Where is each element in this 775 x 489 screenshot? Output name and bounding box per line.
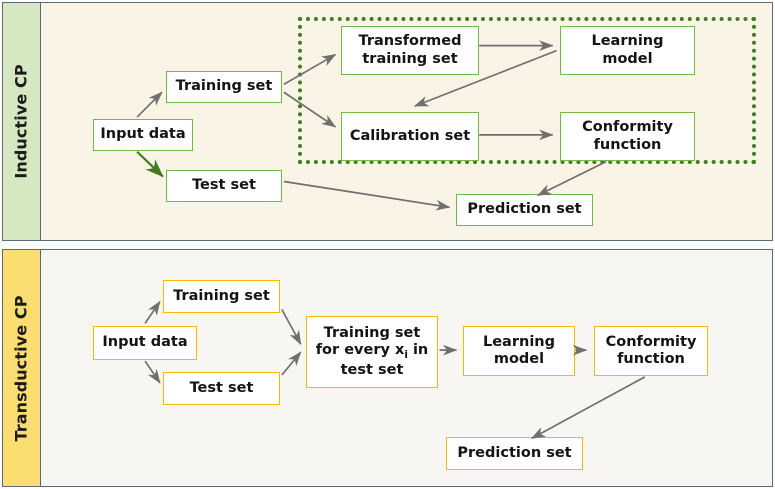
node-test-set[interactable]: Test set [166, 170, 282, 202]
node-test-set-label: Test set [192, 177, 256, 194]
node-test-set-label: Test set [189, 379, 254, 396]
panel-label-transductive-cp-text: Transductive CP [12, 294, 32, 442]
node-conformity-function-label-line2: function [617, 351, 685, 367]
panel-label-transductive-cp: Transductive CP [3, 250, 41, 486]
node-conformity-function-label-line1: Conformity [582, 119, 673, 136]
node-learning-model[interactable]: Learning model [463, 326, 575, 376]
node-training-set[interactable]: Training set [163, 280, 280, 313]
node-learning-model-label-line1: Learning [482, 333, 555, 350]
edge-training-set-to-training-set-for-every-x [281, 309, 302, 345]
node-prediction-set[interactable]: Prediction set [456, 194, 593, 226]
node-prediction-set-label: Prediction set [457, 444, 572, 461]
node-training-set-label: Training set [173, 287, 270, 304]
node-training-set-for-every-x-label-line1: Training set [323, 325, 421, 342]
node-learning-model-label-line1: Learning [591, 33, 664, 50]
node-learning-model-label-line2: model [602, 50, 653, 67]
node-calibration-set[interactable]: Calibration set [341, 112, 479, 161]
node-transformed-training-set-label-line2: training set [362, 50, 458, 67]
node-prediction-set[interactable]: Prediction set [446, 437, 583, 470]
node-input-data-label: Input data [102, 334, 188, 351]
node-conformity-function[interactable]: Conformity function [560, 112, 695, 161]
edge-conformity-function-to-prediction-set [531, 376, 646, 440]
edge-input-data-to-test-set [136, 150, 164, 178]
node-conformity-function[interactable]: Conformity function [594, 326, 708, 376]
edge-input-data-to-training-set [136, 91, 163, 118]
edge-input-data-to-test-set [144, 360, 161, 384]
panel-inductive-cp: Inductive CP Input data Training set Tes… [2, 2, 773, 241]
node-training-set-for-every-x-label-line3: test set [340, 361, 404, 378]
edge-input-data-to-training-set [144, 300, 161, 324]
node-learning-model-label-line2: model [493, 351, 545, 367]
node-training-set-for-every-x[interactable]: Training set for every xi in test set [306, 316, 438, 388]
node-training-set[interactable]: Training set [166, 71, 282, 103]
node-input-data[interactable]: Input data [93, 326, 197, 360]
panel-label-inductive-cp: Inductive CP [3, 3, 41, 240]
node-input-data[interactable]: Input data [93, 119, 193, 151]
node-training-set-for-every-x-label-line2-b: in [407, 342, 429, 359]
node-prediction-set-label: Prediction set [467, 201, 582, 218]
node-conformity-function-label-line1: Conformity [605, 333, 697, 350]
panel-label-inductive-cp-text: Inductive CP [12, 64, 32, 179]
node-test-set[interactable]: Test set [163, 372, 280, 405]
node-learning-model[interactable]: Learning model [560, 26, 695, 75]
edge-test-set-to-prediction-set [283, 180, 451, 211]
edge-conformity-function-to-prediction-set [536, 160, 607, 197]
node-training-set-for-every-x-subscript: i [404, 349, 408, 362]
node-calibration-set-label: Calibration set [349, 127, 471, 144]
panel-transductive-cp: Transductive CP Input data Training set … [2, 249, 773, 487]
node-transformed-training-set-label-line1: Transformed [358, 33, 462, 50]
node-training-set-label: Training set [175, 78, 273, 95]
node-input-data-label: Input data [100, 126, 186, 143]
node-conformity-function-label-line2: function [593, 136, 662, 153]
group-box-inductive-model-stage [298, 17, 756, 164]
node-training-set-for-every-x-label-line2: for every xi in [316, 342, 429, 361]
node-transformed-training-set[interactable]: Transformed training set [341, 26, 479, 75]
edge-test-set-to-training-set-for-every-x [281, 351, 302, 376]
node-training-set-for-every-x-label-line2-a: for every x [315, 342, 405, 359]
